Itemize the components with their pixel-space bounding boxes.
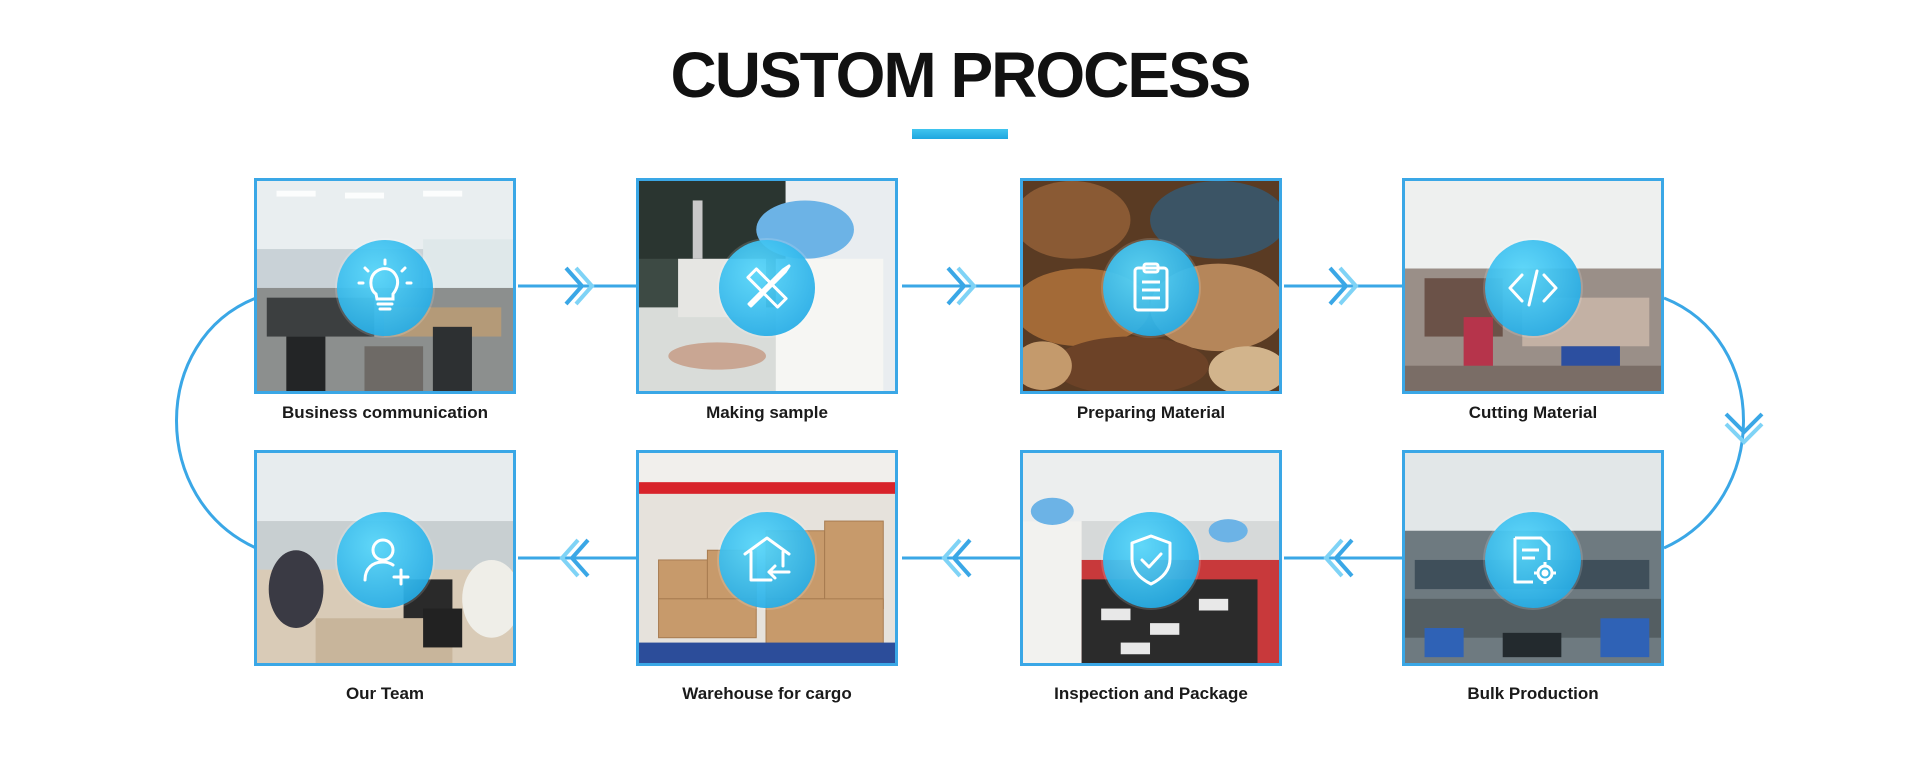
step-inspection-and-package bbox=[1020, 450, 1282, 666]
step-label: Warehouse for cargo bbox=[682, 684, 852, 703]
arrow-left-icon bbox=[941, 538, 972, 578]
step-label: Cutting Material bbox=[1468, 403, 1598, 422]
step-making-sample bbox=[636, 178, 898, 394]
step-bulk-production bbox=[1402, 450, 1664, 666]
document-gear-icon bbox=[1513, 536, 1556, 584]
step-badge bbox=[1103, 240, 1199, 336]
step-label: Inspection and Package bbox=[1054, 684, 1248, 703]
arrow-down-icon bbox=[1724, 412, 1764, 445]
connector-arc-right bbox=[1663, 296, 1745, 550]
arrow-right-icon bbox=[564, 266, 595, 306]
step-badge bbox=[719, 512, 815, 608]
step-label: Business communication bbox=[282, 403, 488, 422]
pencil-ruler-icon bbox=[746, 264, 791, 309]
step-badge bbox=[337, 512, 433, 608]
step-warehouse-for-cargo bbox=[636, 450, 898, 666]
shield-check-icon bbox=[1130, 534, 1172, 586]
page-title: CUSTOM PROCESS bbox=[670, 39, 1252, 111]
step-badge bbox=[337, 240, 433, 336]
step-preparing-material bbox=[1020, 178, 1282, 394]
step-business-communication bbox=[254, 178, 516, 394]
step-badge bbox=[1485, 240, 1581, 336]
step-badge bbox=[1103, 512, 1199, 608]
arrow-right-icon bbox=[946, 266, 977, 306]
warehouse-icon bbox=[743, 536, 791, 582]
step-label: Our Team bbox=[345, 684, 425, 703]
step-label: Making sample bbox=[706, 403, 828, 422]
title-underline bbox=[912, 129, 1008, 139]
step-badge bbox=[1485, 512, 1581, 608]
connector-arc-left bbox=[175, 296, 257, 550]
arrow-left-icon bbox=[559, 538, 590, 578]
step-our-team bbox=[254, 450, 516, 666]
step-label: Preparing Material bbox=[1076, 403, 1226, 422]
factory-photo bbox=[1405, 453, 1661, 663]
team-user-add-icon bbox=[363, 538, 410, 586]
step-cutting-material bbox=[1402, 178, 1664, 394]
lightbulb-icon bbox=[357, 258, 413, 311]
step-badge bbox=[719, 240, 815, 336]
code-icon bbox=[1508, 269, 1558, 307]
clipboard-icon bbox=[1133, 262, 1169, 312]
step-label: Bulk Production bbox=[1467, 684, 1599, 703]
arrow-right-icon bbox=[1328, 266, 1359, 306]
arrow-left-icon bbox=[1323, 538, 1354, 578]
